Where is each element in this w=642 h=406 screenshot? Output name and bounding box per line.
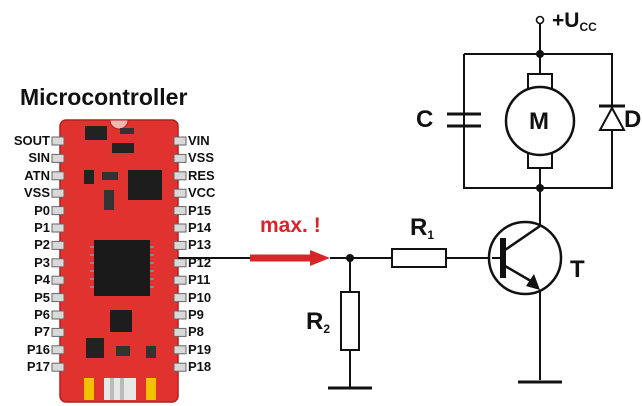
resistor-r2-sub: 2 <box>323 322 331 336</box>
pin-label-right: P10 <box>188 289 212 305</box>
pin-label-left: P5 <box>34 289 50 305</box>
resistor-r1 <box>391 248 447 268</box>
resistor-r2-main: R <box>306 308 324 335</box>
pin-stub-left <box>51 345 65 355</box>
pin-label-left: P6 <box>34 307 50 322</box>
resistor-r1-label: R1 <box>410 214 435 242</box>
pin-label-right: VCC <box>188 185 216 201</box>
pin-stub-right <box>173 345 187 355</box>
wires <box>330 24 613 388</box>
microcontroller-title: Microcontroller <box>20 84 188 110</box>
pin-label-left: P7 <box>34 324 50 340</box>
pin-stub-right <box>173 275 187 285</box>
signal-arrow <box>178 250 330 266</box>
right-pin-stubs <box>173 136 187 372</box>
pin-stub-right <box>173 223 187 233</box>
pin-label-right: P14 <box>188 220 212 235</box>
pin-stub-left <box>51 258 65 268</box>
pin-label-right: P8 <box>188 324 204 340</box>
pin-label-left: VSS <box>23 185 50 201</box>
pin-stub-left <box>51 136 65 146</box>
transistor-label: T <box>570 256 585 283</box>
capacitor-c <box>447 54 481 188</box>
pin-stub-left <box>51 310 65 320</box>
pin-stub-left <box>51 275 65 285</box>
pin-label-left: P2 <box>34 237 50 253</box>
pin-label-right: P18 <box>188 359 212 375</box>
pin-stub-right <box>173 258 187 268</box>
supply-label-sub: CC <box>579 20 597 34</box>
pin-stub-right <box>173 153 187 163</box>
pin-label-left: P0 <box>34 202 50 218</box>
supply-label: +UCC <box>552 10 597 33</box>
pin-label-right: VSS <box>188 150 215 166</box>
pin-label-left: SOUT <box>13 133 50 148</box>
microcontroller-board <box>59 119 179 403</box>
capacitor-label: C <box>416 106 434 133</box>
transistor-t <box>487 220 563 296</box>
pin-label-right: P12 <box>188 254 212 270</box>
pin-label-right: VIN <box>188 133 210 148</box>
pin-stub-right <box>173 188 187 198</box>
supply-label-main: +U <box>552 9 580 32</box>
resistor-r1-sub: 1 <box>427 228 435 242</box>
pin-stub-right <box>173 310 187 320</box>
pin-stub-right <box>173 136 187 146</box>
pin-label-left: P4 <box>34 272 50 288</box>
resistor-r1-main: R <box>410 214 428 241</box>
pin-stub-left <box>51 171 65 181</box>
junction-dots <box>346 50 544 262</box>
pin-stub-left <box>51 327 65 337</box>
pin-stub-left <box>51 362 65 372</box>
pin-stub-left <box>51 293 65 303</box>
pin-stub-left <box>51 240 65 250</box>
pin-stub-left <box>51 188 65 198</box>
pin-label-left: P17 <box>26 359 50 375</box>
supply-terminal <box>535 15 545 25</box>
pin-label-right: P11 <box>188 272 211 288</box>
left-pin-stubs <box>51 136 65 372</box>
pin-stub-right <box>173 171 187 181</box>
pin-label-left: P16 <box>26 341 50 357</box>
pin-label-left: ATN <box>24 167 50 183</box>
pin-label-right: P19 <box>188 341 212 357</box>
pin-label-right: P13 <box>188 237 212 253</box>
motor-label: M <box>529 108 549 135</box>
pin-stub-left <box>51 206 65 216</box>
pin-label-right: P15 <box>188 202 212 218</box>
resistor-r2-label: R2 <box>306 308 331 336</box>
motor-m <box>504 73 576 169</box>
pin-stub-right <box>173 327 187 337</box>
pin-stub-right <box>173 293 187 303</box>
signal-max-label: max. ! <box>260 214 321 237</box>
pin-label-right: P9 <box>188 307 204 322</box>
pin-label-right: RES <box>188 167 215 183</box>
pin-label-left: P1 <box>34 220 50 235</box>
pin-label-left: P3 <box>34 254 50 270</box>
pin-label-left: SIN <box>28 150 50 166</box>
pin-stub-left <box>51 153 65 163</box>
pin-stub-right <box>173 240 187 250</box>
pin-stub-right <box>173 362 187 372</box>
diode-d <box>598 54 626 188</box>
diode-label: D <box>624 106 642 133</box>
pin-stub-left <box>51 223 65 233</box>
pin-stub-right <box>173 206 187 216</box>
resistor-r2 <box>340 291 360 351</box>
